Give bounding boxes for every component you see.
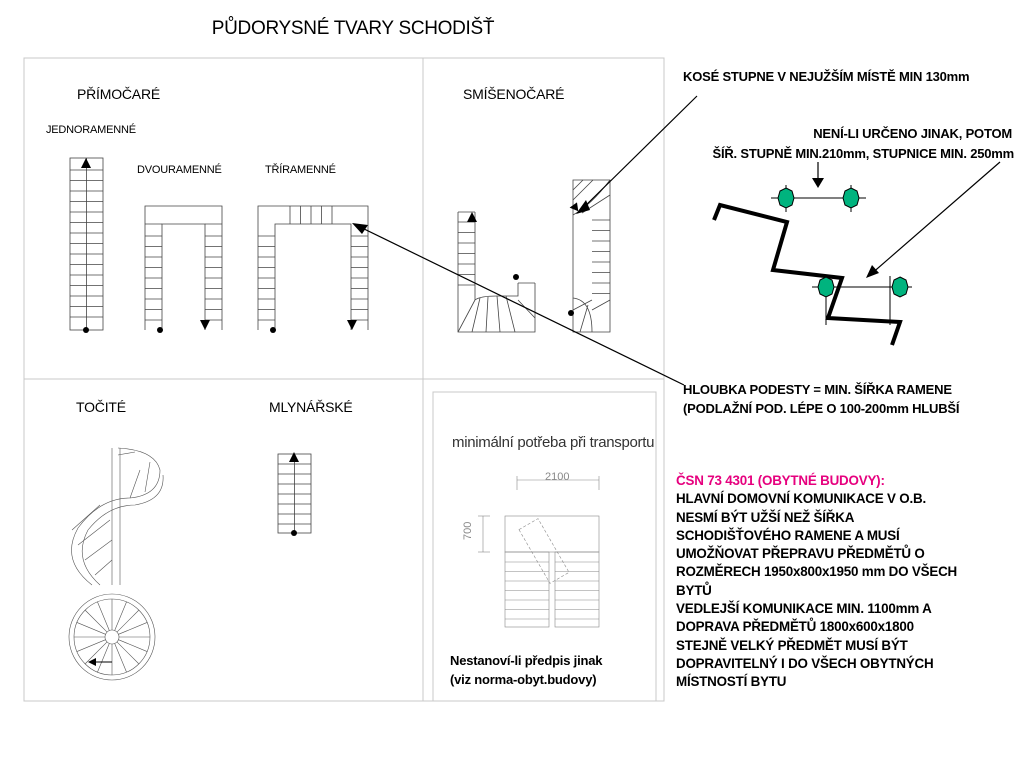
label-mlynarske: MLYNÁŘSKÉ [269, 399, 353, 415]
transport-title: minimální potřeba při transportu [452, 434, 655, 451]
spiral-stair-plan [68, 593, 156, 681]
step-node [777, 187, 795, 209]
spiral-stair-elevation [71, 447, 164, 586]
standard-block: ČSN 73 4301 (OBYTNÉ BUDOVY): HLAVNÍ DOMO… [676, 472, 957, 692]
spiral-step [114, 643, 127, 673]
standard-line: BYTŮ [676, 582, 712, 598]
straight-stair-single [69, 157, 104, 331]
end-point [513, 274, 519, 280]
label-triramenne: TŘÍRAMENNÉ [265, 164, 336, 176]
step-node [842, 187, 860, 209]
spiral-step [118, 622, 148, 635]
transport-sketch [478, 476, 600, 628]
standard-line: VEDLEJŠÍ KOMUNIKACE MIN. 1100mm A [676, 601, 932, 617]
arrow-head [866, 265, 879, 278]
arrow-up-icon [467, 212, 477, 222]
stair-mill [277, 453, 312, 534]
arrow-up-icon [81, 158, 91, 168]
stair-mixed-right [572, 179, 611, 333]
spiral-step [118, 639, 148, 652]
transport-note-1: Nestanoví-li předpis jinak [450, 653, 603, 668]
panel-frames [23, 57, 665, 702]
arrow-down-icon [347, 320, 357, 330]
standard-line: MÍSTNOSTÍ BYTU [676, 674, 787, 690]
spiral-step [84, 641, 108, 665]
note-neni-li-1: NENÍ-LI URČENO JINAK, POTOM [813, 126, 1012, 141]
arrow-up-icon [289, 452, 299, 462]
arrow-up-icon [569, 202, 579, 212]
page-title: PŮDORYSNÉ TVARY SCHODIŠŤ [211, 18, 495, 39]
spiral-step [76, 639, 106, 652]
standard-line: DOPRAVA PŘEDMĚTŮ 1800x600x1800 [676, 619, 914, 635]
pointer-hloubka [357, 225, 685, 386]
standard-title: ČSN 73 4301 (OBYTNÉ BUDOVY): [676, 473, 885, 488]
spiral-step [84, 609, 108, 633]
standard-line: STEJNĚ VELKÝ PŘEDMĚT MUSÍ BÝT [676, 637, 908, 653]
stair-profile-detail [712, 185, 912, 346]
note-neni-li-2: ŠÍŘ. STUPNĚ MIN.210mm, STUPNICE MIN. 250… [712, 146, 1014, 161]
spiral-step [97, 601, 110, 631]
pointer-kose-stupne [579, 95, 698, 212]
start-point [568, 310, 574, 316]
step-node [817, 276, 835, 298]
label-dvouramenne: DVOURAMENNÉ [137, 164, 222, 176]
stair-two-flight [144, 205, 223, 330]
standard-line: NESMÍ BÝT UŽŠÍ NEŽ ŠÍŘKA [676, 509, 855, 525]
stair-three-flight [257, 205, 369, 330]
step-node [891, 276, 909, 298]
arrow-head [812, 178, 824, 188]
spiral-step [116, 641, 140, 665]
note-hloubka-1: HLOUBKA PODESTY = MIN. ŠÍŘKA RAMENE [683, 382, 952, 397]
spiral-step [116, 609, 140, 633]
arrow-down-icon [200, 320, 210, 330]
transport-note-2: (viz norma-obyt.budovy) [450, 672, 597, 687]
start-point [291, 530, 297, 536]
standard-line: HLAVNÍ DOMOVNÍ KOMUNIKACE V O.B. [676, 491, 927, 507]
note-kose-stupne: KOSÉ STUPNE V NEJUŽŠÍM MÍSTĚ MIN 130mm [683, 69, 970, 84]
label-jednoramenne: JEDNORAMENNÉ [46, 124, 136, 136]
arrow-left-icon [88, 658, 96, 666]
standard-line: UMOŽŇOVAT PŘEPRAVU PŘEDMĚTŮ O [676, 546, 925, 562]
label-smisenocare: SMÍŠENOČARÉ [463, 86, 565, 102]
pointer-arrows [357, 95, 1001, 386]
stair-mixed-left [457, 211, 536, 333]
spiral-step [114, 601, 127, 631]
label-tocite: TOČITÉ [76, 399, 126, 415]
note-hloubka-2: (PODLAŽNÍ POD. LÉPE O 100-200mm HLUBŠÍ [683, 401, 960, 416]
start-point [83, 327, 89, 333]
spiral-step [97, 643, 110, 673]
arrow-head [576, 200, 590, 214]
label-primocare: PŘÍMOČARÉ [77, 86, 160, 102]
start-point [270, 327, 276, 333]
standard-line: SCHODIŠŤOVÉHO RAMENE A MUSÍ [676, 527, 900, 543]
standard-line: ROZMĚRECH 1950x800x1950 mm DO VŠECH [676, 564, 958, 580]
standard-line: DOPRAVITELNÝ I DO VŠECH OBYTNÝCH [676, 655, 934, 671]
start-point [157, 327, 163, 333]
pointer-neni-li [869, 161, 1001, 276]
arrow-head [352, 223, 368, 234]
transport-frame [432, 391, 657, 702]
spiral-step [76, 622, 106, 635]
